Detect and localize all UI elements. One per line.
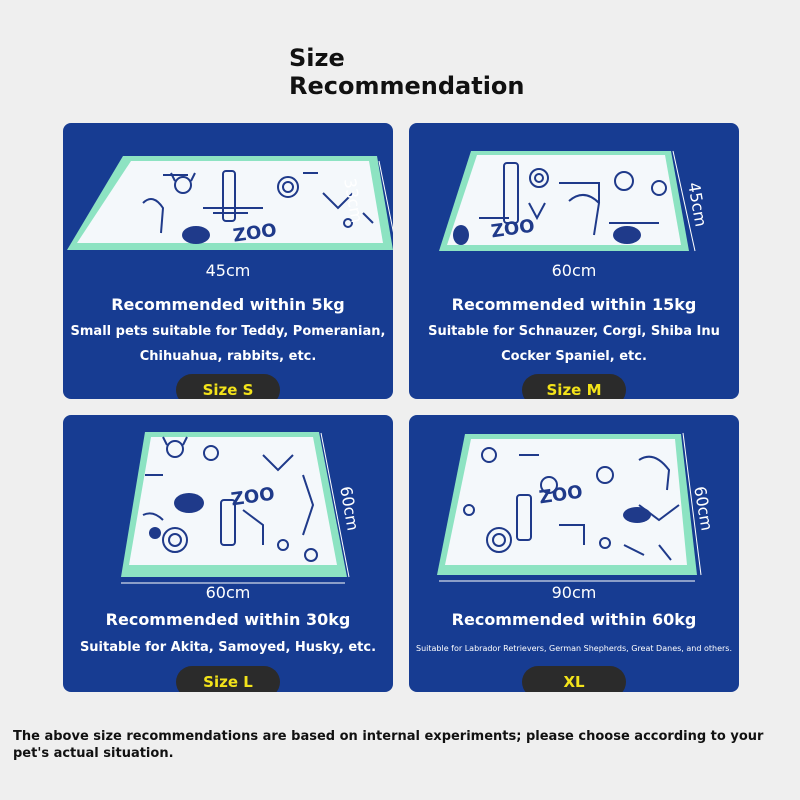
size-badge: Size S [176, 374, 280, 399]
weight-recommendation: Recommended within 60kg [451, 610, 697, 629]
footnote-disclaimer: The above size recommendations are based… [13, 729, 764, 761]
size-badge: Size L [176, 666, 280, 692]
size-card-l: ZOO 60cm 60cm Recommended within 30kg Su… [63, 415, 393, 692]
pet-mat-illustration: ZOO [437, 432, 702, 582]
mat-width-label: 60cm [551, 261, 597, 280]
page-title: Size Recommendation [289, 44, 525, 100]
breed-description-line2: Cocker Spaniel, etc. [501, 349, 647, 364]
pet-mat-illustration: ZOO [121, 432, 350, 584]
size-card-m: ZOO 45cm 60cm Recommended within 15kg Su… [409, 123, 739, 399]
size-card-s: ZOO 33cm 45cm Recommended within 5kg Sma… [63, 123, 393, 399]
breed-description-line1: Suitable for Schnauzer, Corgi, Shiba Inu [428, 324, 720, 339]
weight-recommendation: Recommended within 15kg [451, 295, 697, 314]
pet-mat-illustration: ZOO [439, 150, 696, 252]
mat-width-label: 45cm [205, 261, 251, 280]
breed-description-line2: Chihuahua, rabbits, etc. [139, 349, 317, 364]
breed-description-line1: Suitable for Akita, Samoyed, Husky, etc. [79, 640, 377, 655]
mat-width-label: 90cm [551, 583, 597, 602]
mat-width-label: 60cm [205, 583, 251, 602]
breed-description-line1: Suitable for Labrador Retrievers, German… [416, 644, 732, 653]
weight-recommendation: Recommended within 30kg [105, 610, 351, 629]
size-card-xl: ZOO 60cm 90cm Recommended within 60kg Su… [409, 415, 739, 692]
pet-mat-illustration: ZOO [67, 156, 393, 250]
size-badge: XL [522, 666, 626, 692]
breed-description-line1: Small pets suitable for Teddy, Pomerania… [70, 324, 386, 339]
size-badge: Size M [522, 374, 626, 399]
weight-recommendation: Recommended within 5kg [111, 295, 345, 314]
